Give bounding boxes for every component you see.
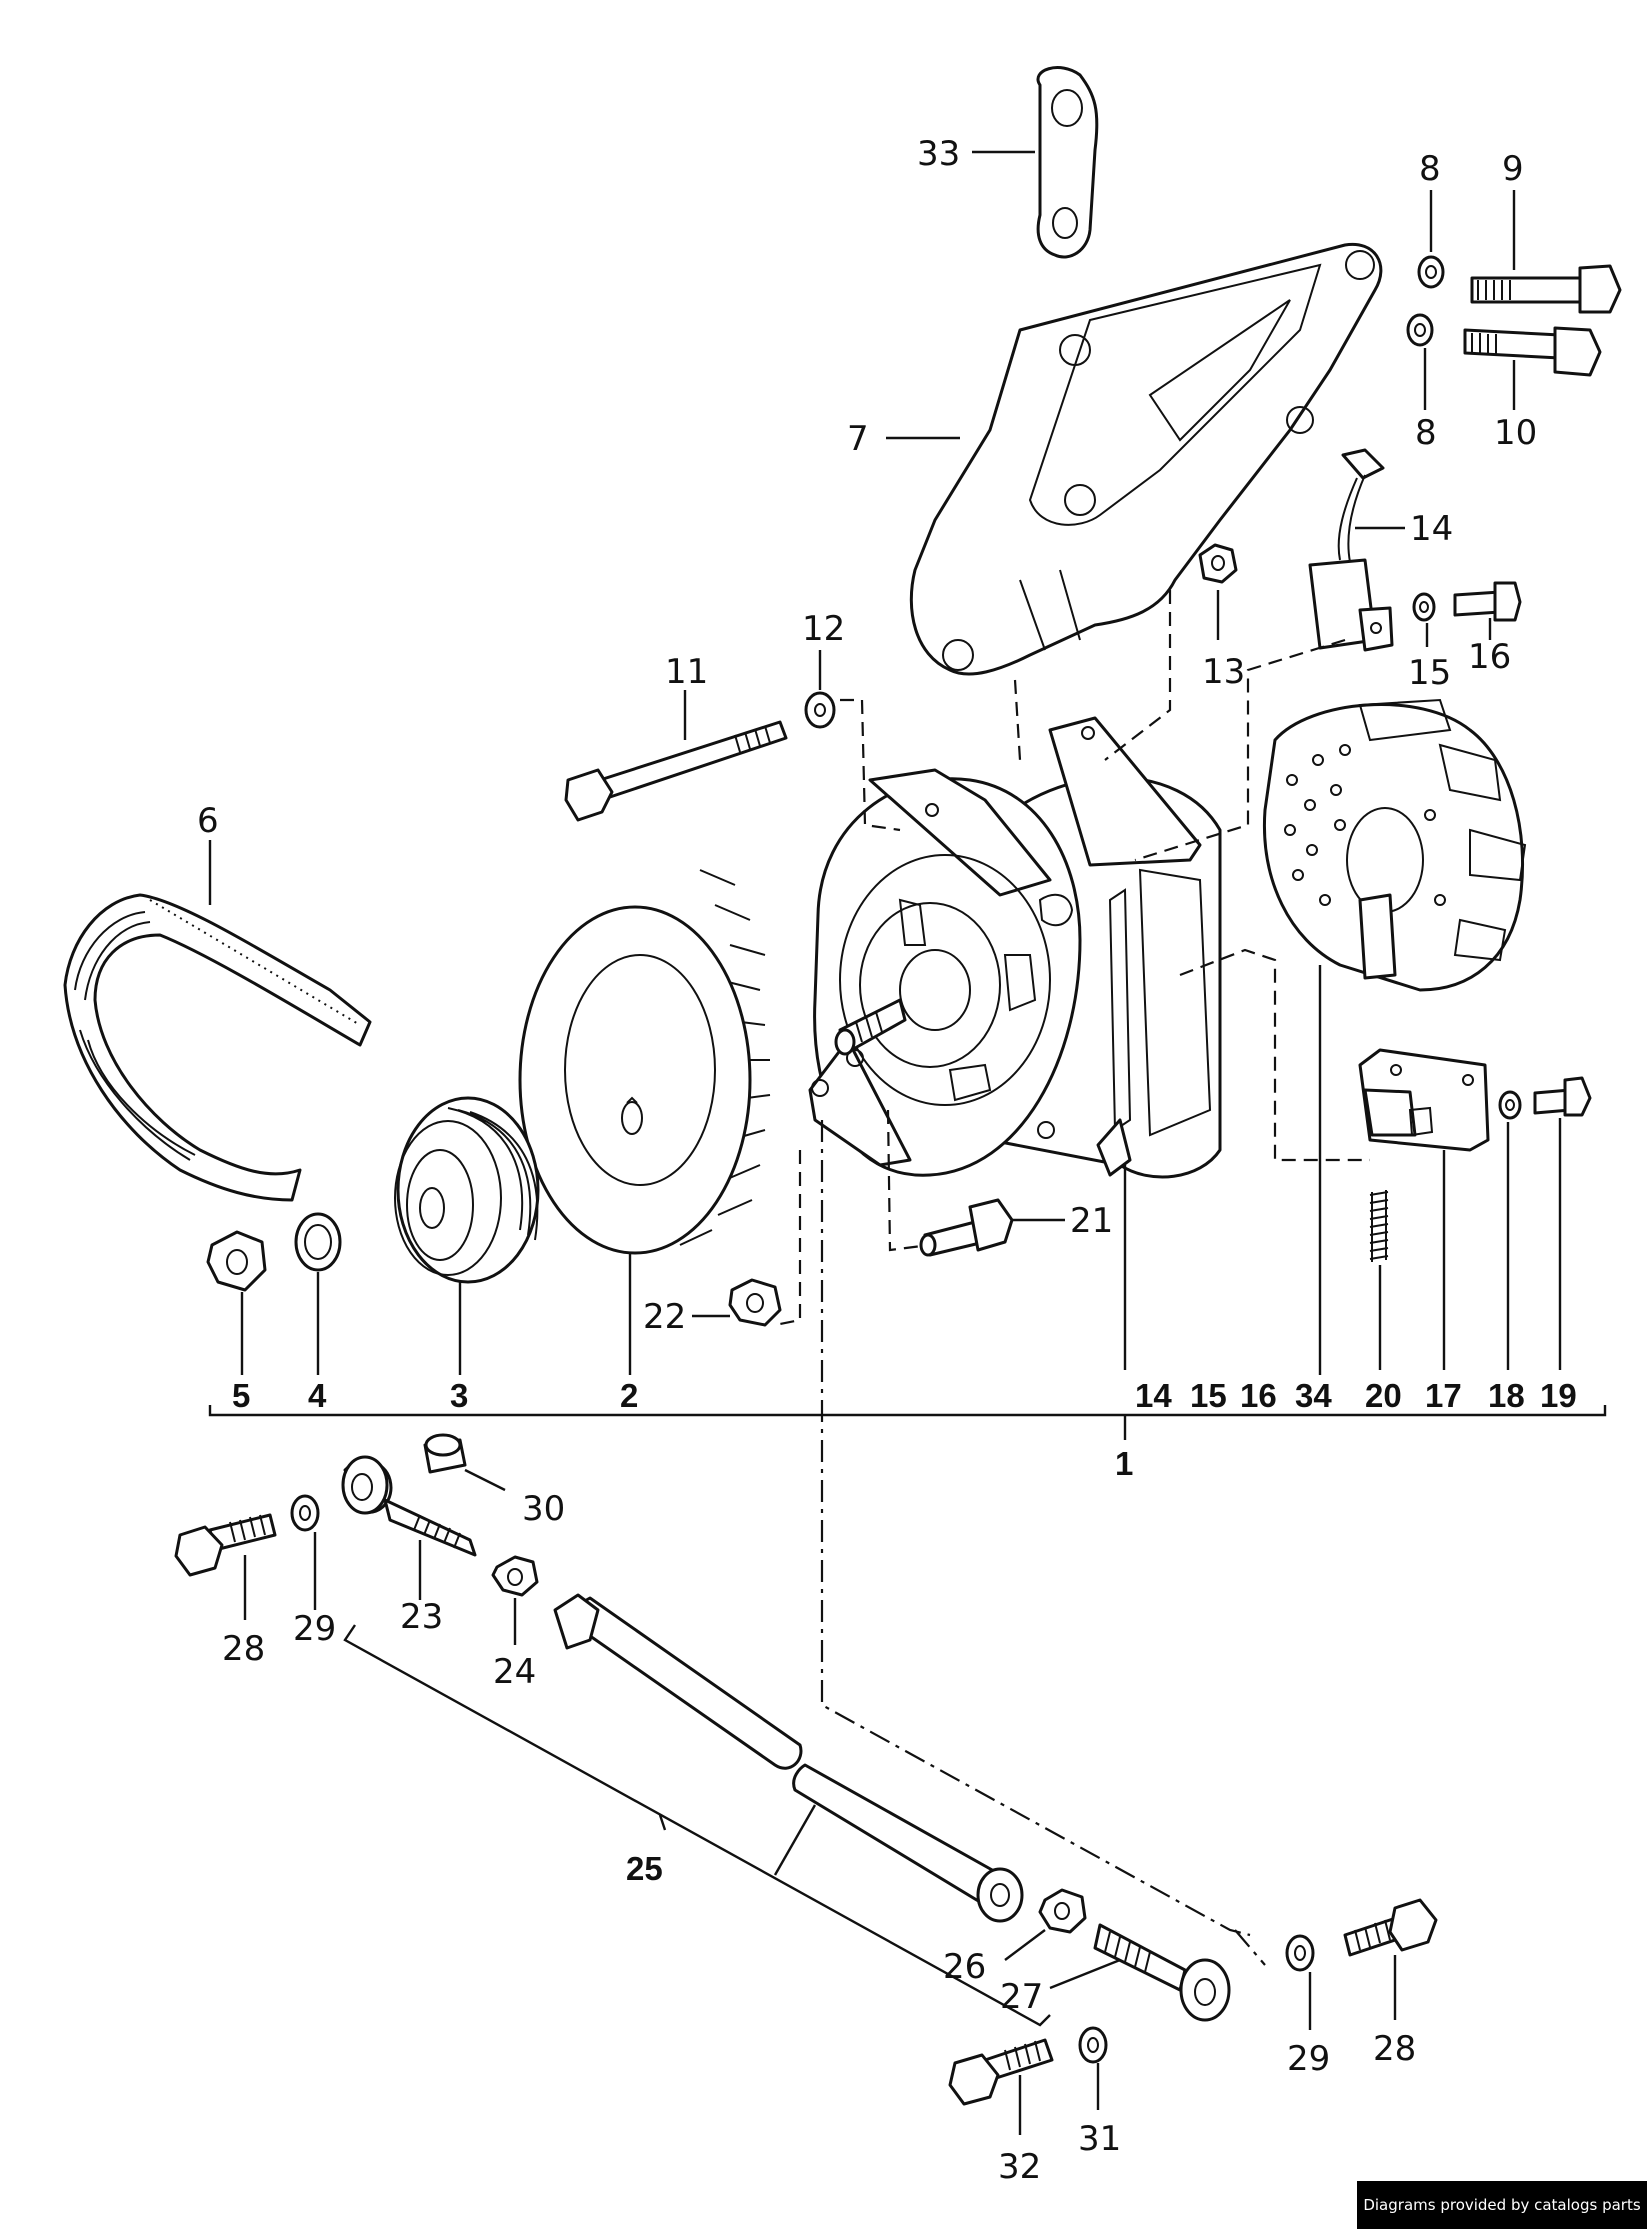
part-21-bolt xyxy=(919,1198,1014,1257)
callout-14-bottom: 14 xyxy=(1135,1377,1172,1414)
part-33-strap xyxy=(1036,66,1099,259)
callout-20: 20 xyxy=(1365,1377,1402,1414)
part-12-washer xyxy=(804,691,836,729)
callout-15-bottom: 15 xyxy=(1190,1377,1227,1414)
callout-18: 18 xyxy=(1488,1377,1525,1414)
assembly-line-nut-13 xyxy=(1104,590,1172,761)
part-34-rectifier xyxy=(1262,698,1527,992)
callout-8-upper: 8 xyxy=(1419,149,1441,189)
callout-21: 21 xyxy=(1070,1201,1113,1241)
callout-24: 24 xyxy=(493,1652,536,1692)
callout-22: 22 xyxy=(643,1297,686,1337)
part-16-screw-top xyxy=(1453,581,1522,622)
bracket-25-split xyxy=(773,1804,817,1876)
callout-8-lower: 8 xyxy=(1415,413,1437,453)
part-29-washer-left xyxy=(290,1494,320,1532)
assembly-line-bracket-7 xyxy=(1013,679,1022,761)
callout-9: 9 xyxy=(1502,149,1524,189)
part-3-pulley xyxy=(394,1096,540,1284)
part-27-eye-bolt xyxy=(1093,1923,1231,2022)
callout-13: 13 xyxy=(1202,652,1245,692)
callout-19: 19 xyxy=(1540,1377,1577,1414)
callout-28-left: 28 xyxy=(222,1629,265,1669)
part-18-washer xyxy=(1498,1090,1522,1120)
callout-2: 2 xyxy=(620,1377,638,1414)
callout-11: 11 xyxy=(665,652,708,692)
callout-29-right: 29 xyxy=(1287,2039,1330,2079)
callout-12: 12 xyxy=(802,609,845,649)
part-20-spring xyxy=(1369,1190,1389,1262)
part-8-washer-upper xyxy=(1417,255,1445,289)
callout-15-top: 15 xyxy=(1408,653,1451,693)
callout-32: 32 xyxy=(998,2147,1041,2187)
diagram-credit-badge: Diagrams provided by catalogs parts xyxy=(1357,2181,1647,2229)
assembly-line-bolt-21 xyxy=(886,1109,931,1252)
part-15-washer-top xyxy=(1412,592,1436,622)
part-23-eye-bolt xyxy=(341,1455,477,1557)
callout-23: 23 xyxy=(400,1597,443,1637)
assembly-line-regulator-17 xyxy=(1179,948,1370,1162)
callout-30: 30 xyxy=(522,1489,565,1529)
center-line-bolt-27 xyxy=(1234,1929,1266,1966)
part-6-v-belt xyxy=(63,893,372,1202)
callout-6: 6 xyxy=(197,801,219,841)
callout-29-left: 29 xyxy=(293,1609,336,1649)
part-32-bolt xyxy=(948,2038,1054,2106)
center-line-alternator xyxy=(820,1120,1251,1937)
callout-14-top: 14 xyxy=(1410,509,1453,549)
part-17-regulator xyxy=(1358,1048,1490,1152)
part-26-nut xyxy=(1038,1888,1087,1934)
part-28-bolt-left xyxy=(174,1513,277,1577)
leader-26 xyxy=(1004,1929,1046,1961)
callout-16-top: 16 xyxy=(1468,637,1511,677)
callout-27: 27 xyxy=(1000,1977,1043,2017)
part-31-washer xyxy=(1078,2026,1108,2064)
part-10-bolt xyxy=(1463,326,1602,377)
callout-17: 17 xyxy=(1425,1377,1462,1414)
callout-16-bottom: 16 xyxy=(1240,1377,1277,1414)
part-29-washer-right xyxy=(1285,1934,1315,1972)
callout-3: 3 xyxy=(450,1377,468,1414)
bracket-25 xyxy=(343,1624,1051,2027)
part-8-washer-lower xyxy=(1406,313,1434,347)
part-2-fan xyxy=(518,869,771,1255)
part-4-spring-washer xyxy=(294,1212,342,1272)
part-13-nut xyxy=(1198,543,1238,584)
assembly-line-brush-14 xyxy=(1134,638,1346,862)
callout-5: 5 xyxy=(232,1377,250,1414)
callout-31: 31 xyxy=(1078,2119,1121,2159)
callout-4: 4 xyxy=(308,1377,327,1414)
callout-10: 10 xyxy=(1494,413,1537,453)
leader-30 xyxy=(464,1468,506,1492)
assembly-line-bolt-11 xyxy=(840,698,901,832)
part-22-nut xyxy=(728,1278,782,1327)
callout-34: 34 xyxy=(1295,1377,1332,1414)
part-19-screw xyxy=(1533,1076,1592,1117)
part-30-bushing xyxy=(423,1433,467,1474)
callout-1: 1 xyxy=(1115,1445,1133,1482)
assembly-line-nut-22 xyxy=(774,1150,802,1327)
leader-27 xyxy=(1049,1958,1121,1990)
callout-7: 7 xyxy=(847,419,869,459)
callout-26: 26 xyxy=(943,1947,986,1987)
callout-28-right: 28 xyxy=(1373,2029,1416,2069)
part-7-mounting-bracket xyxy=(909,242,1383,676)
part-5-nut xyxy=(206,1230,267,1292)
group-1-bracket xyxy=(208,1405,1607,1440)
callout-25: 25 xyxy=(626,1850,663,1887)
callout-33: 33 xyxy=(917,134,960,174)
part-25-adjusting-rod xyxy=(553,1593,1024,1923)
part-11-through-bolt xyxy=(564,720,788,822)
part-9-bolt xyxy=(1470,264,1622,314)
part-28-bolt-right xyxy=(1343,1898,1438,1957)
part-24-nut xyxy=(491,1555,539,1597)
part-14-brush-holder xyxy=(1308,448,1394,652)
part-1-alternator xyxy=(808,716,1222,1179)
leader-25 xyxy=(658,1814,667,1831)
